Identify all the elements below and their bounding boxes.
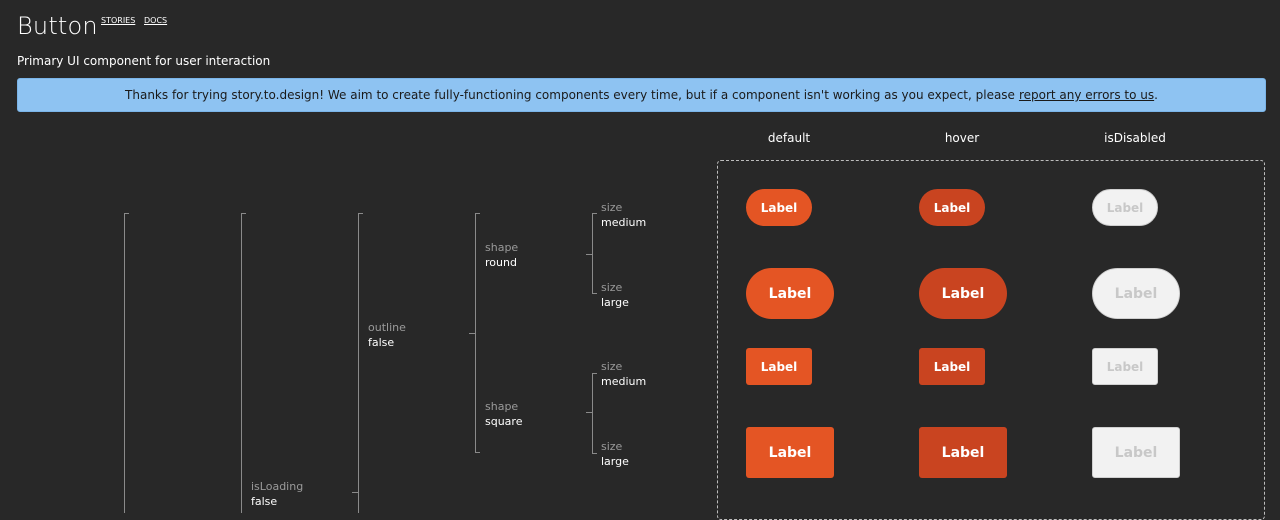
prop-size-square-medium: size medium xyxy=(601,359,646,389)
button-square-medium-hover[interactable]: Label xyxy=(919,348,985,385)
button-round-large-disabled: Label xyxy=(1092,268,1180,319)
prop-key: shape xyxy=(485,241,519,254)
button-round-large-default[interactable]: Label xyxy=(746,268,834,319)
column-header-hover: hover xyxy=(944,131,980,145)
prop-key: size xyxy=(601,201,623,214)
prop-value: medium xyxy=(601,375,647,388)
column-header-default: default xyxy=(767,131,811,145)
prop-value: large xyxy=(601,296,629,309)
prop-shape-round: shape round xyxy=(485,240,518,270)
button-round-medium-disabled: Label xyxy=(1092,189,1158,226)
button-square-medium-default[interactable]: Label xyxy=(746,348,812,385)
prop-outline: outline false xyxy=(368,320,406,350)
info-banner: Thanks for trying story.to.design! We ai… xyxy=(17,78,1266,112)
prop-key: isLoading xyxy=(251,480,304,493)
report-errors-link[interactable]: report any errors to us xyxy=(1018,88,1155,102)
button-round-medium-hover[interactable]: Label xyxy=(919,189,985,226)
column-header-disabled: isDisabled xyxy=(1104,131,1166,145)
tab-stories[interactable]: STORIES xyxy=(101,16,136,25)
page-title: Button xyxy=(17,12,98,40)
tree-tick xyxy=(586,254,592,255)
prop-isloading: isLoading false xyxy=(251,479,303,509)
prop-value: false xyxy=(368,336,395,349)
tree-tick xyxy=(586,412,592,413)
prop-value: large xyxy=(601,455,629,468)
prop-key: size xyxy=(601,440,623,453)
prop-value: medium xyxy=(601,216,647,229)
tree-tick xyxy=(469,333,475,334)
prop-key: outline xyxy=(368,321,406,334)
prop-size-round-medium: size medium xyxy=(601,200,646,230)
prop-key: size xyxy=(601,360,623,373)
tree-bracket-isloading xyxy=(241,213,242,513)
tab-docs[interactable]: DOCS xyxy=(144,16,168,25)
button-square-medium-disabled: Label xyxy=(1092,348,1158,385)
prop-shape-square: shape square xyxy=(485,399,522,429)
banner-text: Thanks for trying story.to.design! We ai… xyxy=(125,88,1015,102)
tree-tick xyxy=(241,213,246,214)
prop-value: round xyxy=(485,256,517,269)
button-square-large-disabled: Label xyxy=(1092,427,1180,478)
banner-suffix: . xyxy=(1154,88,1158,102)
button-square-large-default[interactable]: Label xyxy=(746,427,834,478)
button-round-medium-default[interactable]: Label xyxy=(746,189,812,226)
tree-tick xyxy=(592,293,597,294)
tree-bracket-outline xyxy=(358,213,359,513)
prop-value: false xyxy=(251,495,278,508)
tree-tick xyxy=(352,492,358,493)
page-subtitle: Primary UI component for user interactio… xyxy=(17,54,271,68)
prop-value: square xyxy=(485,415,523,428)
tree-tick xyxy=(592,373,597,374)
tree-bracket-size-round xyxy=(592,213,593,293)
tree-bracket-shape xyxy=(475,213,476,453)
prop-key: shape xyxy=(485,400,519,413)
tree-bracket-root xyxy=(124,213,125,513)
button-square-large-hover[interactable]: Label xyxy=(919,427,1007,478)
tree-tick xyxy=(592,213,597,214)
tree-tick xyxy=(592,453,597,454)
tree-bracket-size-square xyxy=(592,373,593,453)
tree-tick xyxy=(124,213,129,214)
tree-tick xyxy=(358,213,363,214)
prop-size-square-large: size large xyxy=(601,439,629,469)
prop-key: size xyxy=(601,281,623,294)
button-round-large-hover[interactable]: Label xyxy=(919,268,1007,319)
tree-tick xyxy=(475,452,480,453)
tree-tick xyxy=(475,213,480,214)
prop-size-round-large: size large xyxy=(601,280,629,310)
